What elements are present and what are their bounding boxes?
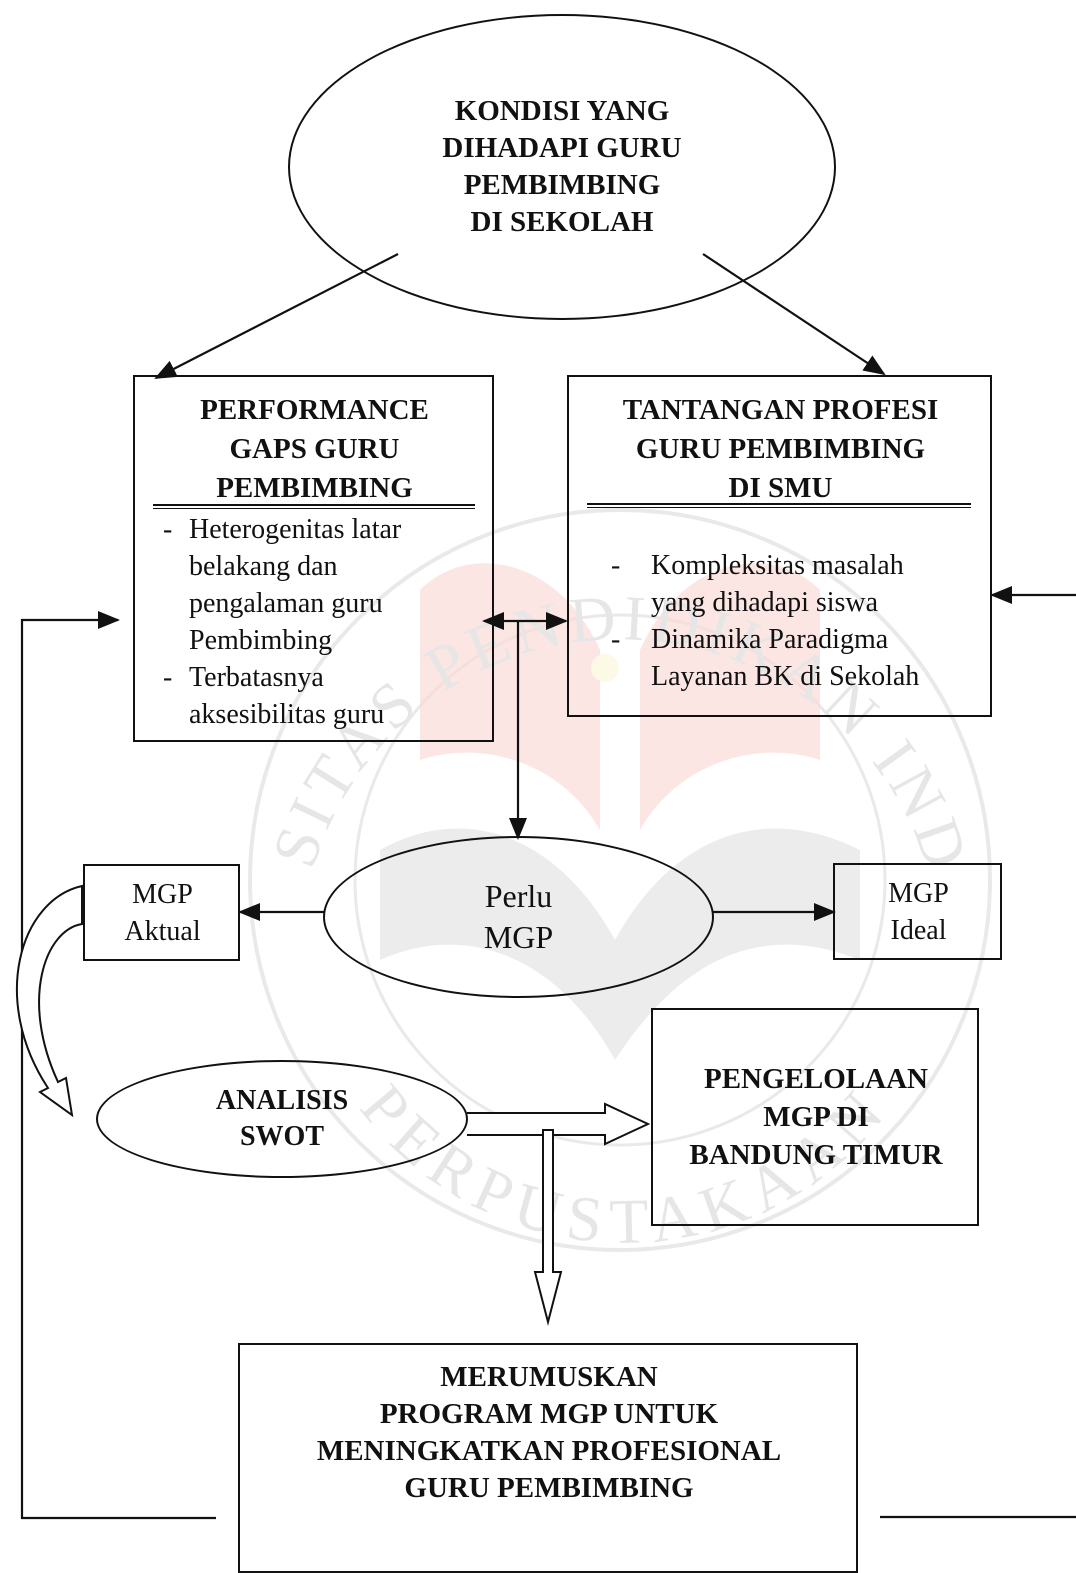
mgp-aktual-line: MGP [132,879,193,910]
mgp-ideal-box: MGP Ideal [833,863,1002,960]
perlu-line: Perlu [484,878,553,914]
mgp-aktual-box: MGP Aktual [83,864,240,961]
tantangan-box: TANTANGAN PROFESI GURU PEMBIMBING DI SMU… [567,375,992,717]
pengelolaan-line: PENGELOLAAN [704,1063,928,1095]
feedback-loop-line [20,611,216,1520]
performance-title-line: PERFORMANCE [200,394,429,426]
swot-line: SWOT [239,1121,325,1152]
tantangan-title-line: TANTANGAN PROFESI [622,394,939,426]
list-item: - Dinamika Paradigma Layanan BK di Sekol… [611,624,920,692]
tantangan-divider [587,503,971,508]
kondisi-ellipse: KONDISI YANG DIHADAPI GURU PEMBIMBING DI… [288,14,836,320]
curved-arrow-aktual-to-swot [16,884,83,1118]
pengelolaan-line: MGP DI [763,1101,869,1133]
mgp-aktual-line: Aktual [124,916,201,947]
kondisi-line: KONDISI YANG [454,95,670,127]
performance-title-line: PEMBIMBING [216,472,413,504]
analisis-swot-ellipse: ANALISIS SWOT [96,1060,468,1178]
tantangan-title-line: GURU PEMBIMBING [635,433,926,465]
merumuskan-line: MENINGKATKAN PROFESIONAL [316,1435,782,1467]
performance-title: PERFORMANCE GAPS GURU PEMBIMBING [135,391,494,508]
tantangan-title-line: DI SMU [728,472,833,504]
merumuskan-line: MERUMUSKAN [440,1361,658,1393]
list-item: - Kompleksitas masalah yang dihadapi sis… [611,550,904,618]
hollow-arrow-swot-to-pengelolaan [467,1102,651,1146]
mgp-ideal-line: MGP [888,878,949,909]
performance-title-line: GAPS GURU [229,433,400,465]
performance-divider [153,504,475,509]
mgp-ideal-line: Ideal [890,915,947,946]
kondisi-line: DIHADAPI GURU [442,132,682,164]
hollow-arrow-down-to-merumuskan [533,1129,563,1326]
kondisi-line: PEMBIMBING [463,169,661,201]
pengelolaan-line: BANDUNG TIMUR [689,1139,943,1171]
kondisi-line: DI SEKOLAH [470,206,654,238]
list-item: - Terbatasnya aksesibilitas guru [163,662,385,730]
swot-line: ANALISIS [215,1085,349,1116]
performance-items: - Heterogenitas latar belakang dan penga… [163,511,483,733]
arrow-kondisi-to-performance [154,253,399,379]
perlu-mgp-ellipse: Perlu MGP [323,836,714,998]
pengelolaan-box: PENGELOLAAN MGP DI BANDUNG TIMUR [651,1008,979,1226]
tantangan-title: TANTANGAN PROFESI GURU PEMBIMBING DI SMU [569,391,992,508]
merumuskan-line: GURU PEMBIMBING [404,1472,694,1504]
performance-gaps-box: PERFORMANCE GAPS GURU PEMBIMBING - Heter… [133,375,494,742]
merumuskan-box: MERUMUSKAN PROGRAM MGP UNTUK MENINGKATKA… [238,1343,858,1573]
tantangan-items: - Kompleksitas masalah yang dihadapi sis… [611,547,981,695]
perlu-line: MGP [483,919,554,955]
list-item: - Heterogenitas latar belakang dan penga… [163,514,402,656]
merumuskan-line: PROGRAM MGP UNTUK [379,1398,719,1430]
